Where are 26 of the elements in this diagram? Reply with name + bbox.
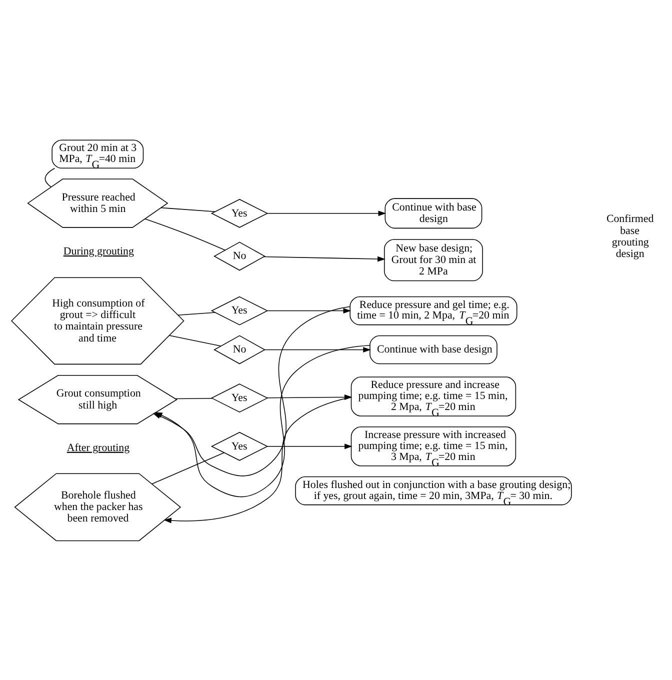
connector (144, 218, 226, 250)
arrow (264, 256, 386, 262)
node-diamond: Yes (210, 198, 268, 228)
connector (169, 334, 222, 346)
node-diamond: Yes (210, 383, 268, 412)
node-diamond: Yes (210, 431, 268, 460)
arrow (267, 443, 352, 449)
node-box: New base design; Grout for 30 min at 2 MPa (384, 238, 483, 281)
label: Confirmed base grouting design (606, 212, 654, 260)
connector (160, 206, 216, 212)
arrow (154, 344, 370, 497)
arrow (267, 308, 352, 314)
connector (178, 312, 216, 316)
node-diamond: No (214, 334, 266, 364)
node-box: Continue with base design (384, 198, 482, 228)
connector (44, 167, 56, 187)
connector (174, 397, 213, 399)
label: During grouting (63, 244, 134, 257)
node-diamond: Yes (210, 296, 268, 325)
arrow (267, 210, 386, 216)
node-diamond: No (214, 241, 266, 270)
connector (152, 452, 224, 484)
node-box: Continue with base design (370, 334, 498, 364)
arrow (164, 396, 352, 523)
label: After grouting (66, 441, 130, 454)
arrow (264, 346, 371, 352)
